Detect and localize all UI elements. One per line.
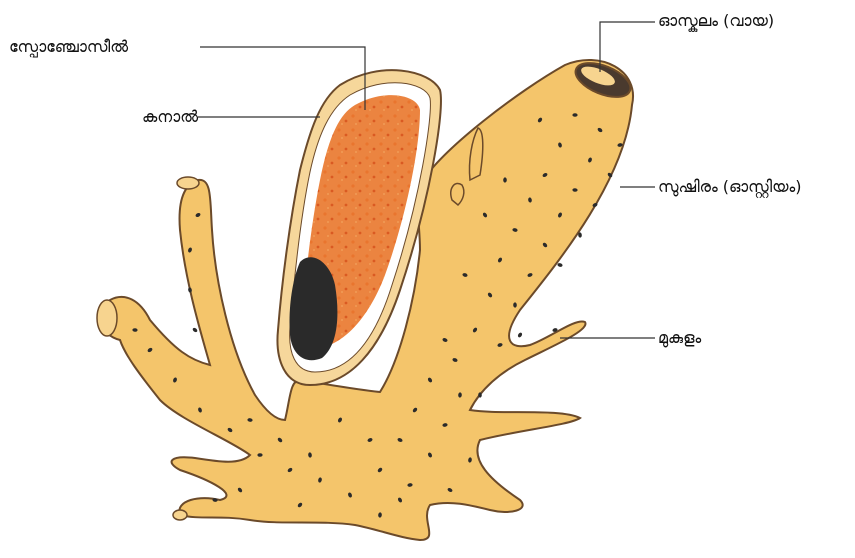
ostium-pore [572,113,577,117]
label-spongocoel: സ്പോഞ്ചോസീൽ [9,37,128,57]
bottom-tube-end [173,510,187,520]
left-tube-opening [177,177,199,189]
label-ostium: സുഷിരം (ഓസ്റ്റിയം) [658,177,801,197]
label-bud: മുകുളം [658,328,701,348]
ostium-pore [557,263,563,268]
left-tube-opening-lower [97,300,117,336]
ostium-pore [192,327,198,333]
ostium-pore [517,332,523,338]
label-canal: കനാൽ [142,107,198,127]
label-osculum: ഓസ്കുലം (വായ) [658,11,774,31]
inner-cavity-dark [289,257,337,360]
